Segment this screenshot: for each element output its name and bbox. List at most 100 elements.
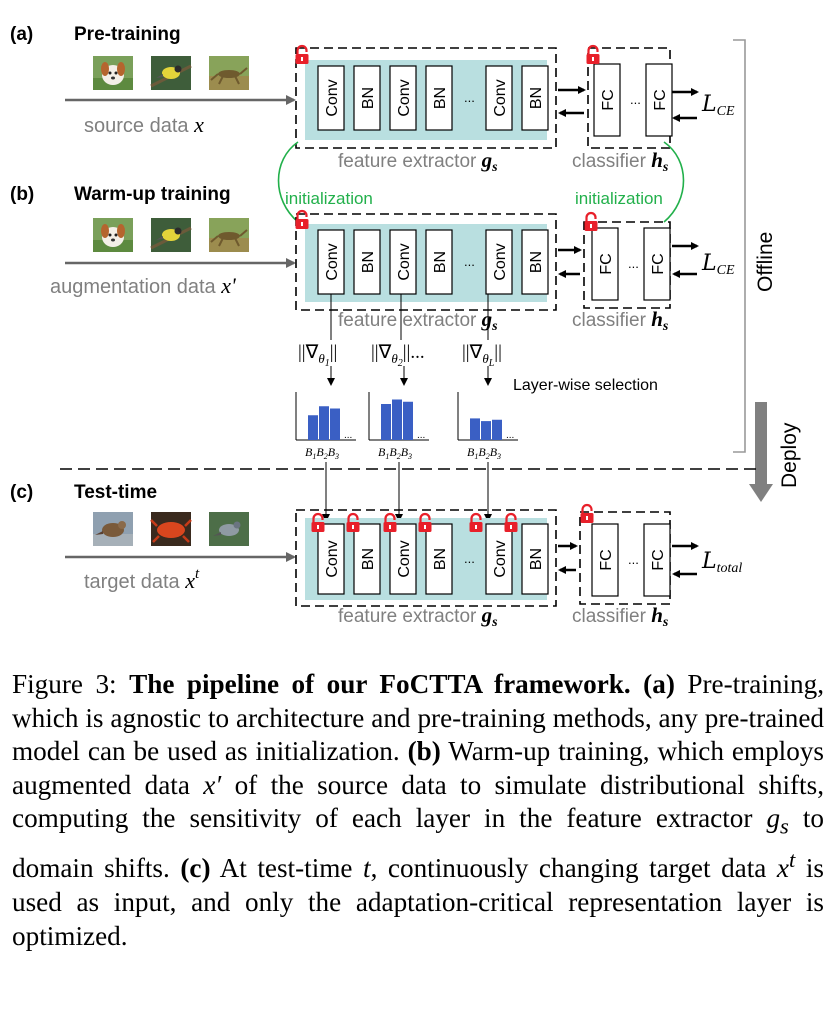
caption-b-text3: to domain shifts. bbox=[12, 803, 825, 884]
bn-label: BN bbox=[528, 548, 545, 570]
classifier-label: classifier hs bbox=[572, 603, 669, 630]
bird-image bbox=[149, 54, 193, 92]
conv-label: Conv bbox=[396, 540, 413, 577]
dog-image bbox=[93, 56, 133, 90]
classifier-a: FC...FC bbox=[587, 47, 673, 149]
histogram-label: B1B2B3 bbox=[378, 445, 412, 461]
initialization-right: initialization bbox=[575, 189, 663, 208]
lock-icon bbox=[310, 512, 326, 534]
deploy-label: Deploy bbox=[778, 422, 801, 488]
conv-block bbox=[389, 523, 417, 595]
lock-icon bbox=[345, 512, 361, 534]
bn-label: BN bbox=[528, 87, 545, 109]
caption-b-text2: of the source data to simulate distribut… bbox=[12, 769, 824, 834]
conv-label: Conv bbox=[324, 540, 341, 577]
bn-label: BN bbox=[432, 548, 449, 570]
bn-block bbox=[521, 229, 549, 295]
bn-block bbox=[521, 523, 549, 595]
conv-label: Conv bbox=[492, 79, 509, 116]
histogram-ellipsis: ... bbox=[417, 430, 425, 441]
conv-label: Conv bbox=[492, 243, 509, 280]
lock-icon bbox=[417, 512, 433, 534]
histogram-bar bbox=[308, 415, 318, 440]
panel-a-title: Pre-training bbox=[74, 24, 181, 45]
init-curve-left bbox=[277, 141, 299, 223]
ellipsis: ... bbox=[628, 552, 639, 567]
caption-b-text1: Warm-up training, which employs augmente… bbox=[12, 736, 824, 800]
grad-norm-1: ||∇θ1|| bbox=[298, 342, 337, 369]
conv-label: Conv bbox=[492, 540, 509, 577]
conv-block bbox=[485, 523, 513, 595]
figure-caption: Figure 3: The pipeline of our FoCTTA fra… bbox=[12, 668, 824, 953]
bn-block bbox=[353, 523, 381, 595]
caption-a-tag: (a) bbox=[630, 669, 675, 699]
conv-label: Conv bbox=[396, 79, 413, 116]
caption-b-var2: g bbox=[766, 803, 781, 834]
gradient-norms: ||∇θ1|| ||∇θ2||... ||∇θL|| bbox=[298, 342, 502, 369]
bn-label: BN bbox=[360, 251, 377, 273]
fc-label: FC bbox=[598, 253, 615, 274]
bn-label: BN bbox=[360, 548, 377, 570]
caption-fig-label: Figure 3: bbox=[12, 669, 130, 699]
lizard-image bbox=[208, 217, 250, 253]
histogram-bar bbox=[470, 418, 480, 440]
crab-image bbox=[149, 510, 193, 548]
panel-a-tag: (a) bbox=[10, 24, 33, 45]
conv-block bbox=[317, 65, 345, 131]
caption-b-var2-sub: s bbox=[780, 813, 789, 839]
classifier-b: FC...FC bbox=[583, 221, 671, 309]
lock-icon bbox=[503, 512, 519, 534]
loss-total: Ltotal bbox=[701, 549, 742, 576]
histogram-bar bbox=[392, 399, 402, 440]
augmentation-data-label: augmentation data x' bbox=[50, 273, 236, 298]
bn-block bbox=[425, 65, 453, 131]
fc-block bbox=[645, 63, 673, 137]
loss-ce-b: LCE bbox=[701, 251, 735, 278]
lock-icon bbox=[468, 512, 484, 534]
loss-ce-a: LCE bbox=[701, 92, 735, 119]
lock-icon bbox=[579, 503, 595, 525]
histogram-ellipsis: ... bbox=[506, 430, 514, 441]
caption-c-var2-sup: t bbox=[789, 847, 796, 873]
histogram-label: B1B2B3 bbox=[467, 445, 501, 461]
fc-label: FC bbox=[650, 549, 667, 570]
histograms: ...B1B2B3...B1B2B3...B1B2B3 bbox=[295, 392, 518, 461]
classifier-label: classifier hs bbox=[572, 148, 669, 175]
feature-extractor-label: feature extractor gs bbox=[338, 603, 498, 630]
histogram-bar bbox=[492, 419, 502, 440]
caption-c-tag: (c) bbox=[169, 853, 211, 884]
fc-block bbox=[643, 523, 671, 597]
grad-norm-L: ||∇θL|| bbox=[462, 342, 502, 369]
histogram-bar bbox=[481, 421, 491, 440]
ellipsis: ... bbox=[628, 256, 639, 271]
conv-block bbox=[485, 65, 513, 131]
conv-label: Conv bbox=[324, 79, 341, 116]
source-data-label: source data x bbox=[84, 112, 204, 137]
conv-block bbox=[389, 229, 417, 295]
caption-b-var: x′ bbox=[203, 769, 222, 800]
lock-icon bbox=[382, 512, 398, 534]
ellipsis: ... bbox=[630, 92, 641, 107]
conv-label: Conv bbox=[396, 243, 413, 280]
histogram-label: B1B2B3 bbox=[305, 445, 339, 461]
panel-b-title: Warm-up training bbox=[74, 184, 231, 205]
classifier-label: classifier hs bbox=[572, 307, 669, 334]
target-data-label: target data xt bbox=[84, 566, 200, 593]
bird-image bbox=[209, 512, 249, 546]
histogram-bar bbox=[381, 404, 391, 440]
fc-label: FC bbox=[652, 89, 669, 110]
conv-label: Conv bbox=[324, 243, 341, 280]
bn-block bbox=[353, 65, 381, 131]
deploy-arrow bbox=[749, 402, 773, 502]
fc-block bbox=[591, 227, 619, 301]
caption-c-var: t bbox=[363, 853, 371, 884]
conv-block bbox=[317, 523, 345, 595]
offline-label: Offline bbox=[754, 232, 777, 292]
sparrow-image bbox=[93, 512, 133, 546]
caption-a-text: Pre-training, which is agnostic to archi… bbox=[12, 669, 824, 767]
ellipsis: ... bbox=[464, 254, 475, 269]
init-curve-right bbox=[663, 141, 685, 223]
bn-label: BN bbox=[432, 87, 449, 109]
